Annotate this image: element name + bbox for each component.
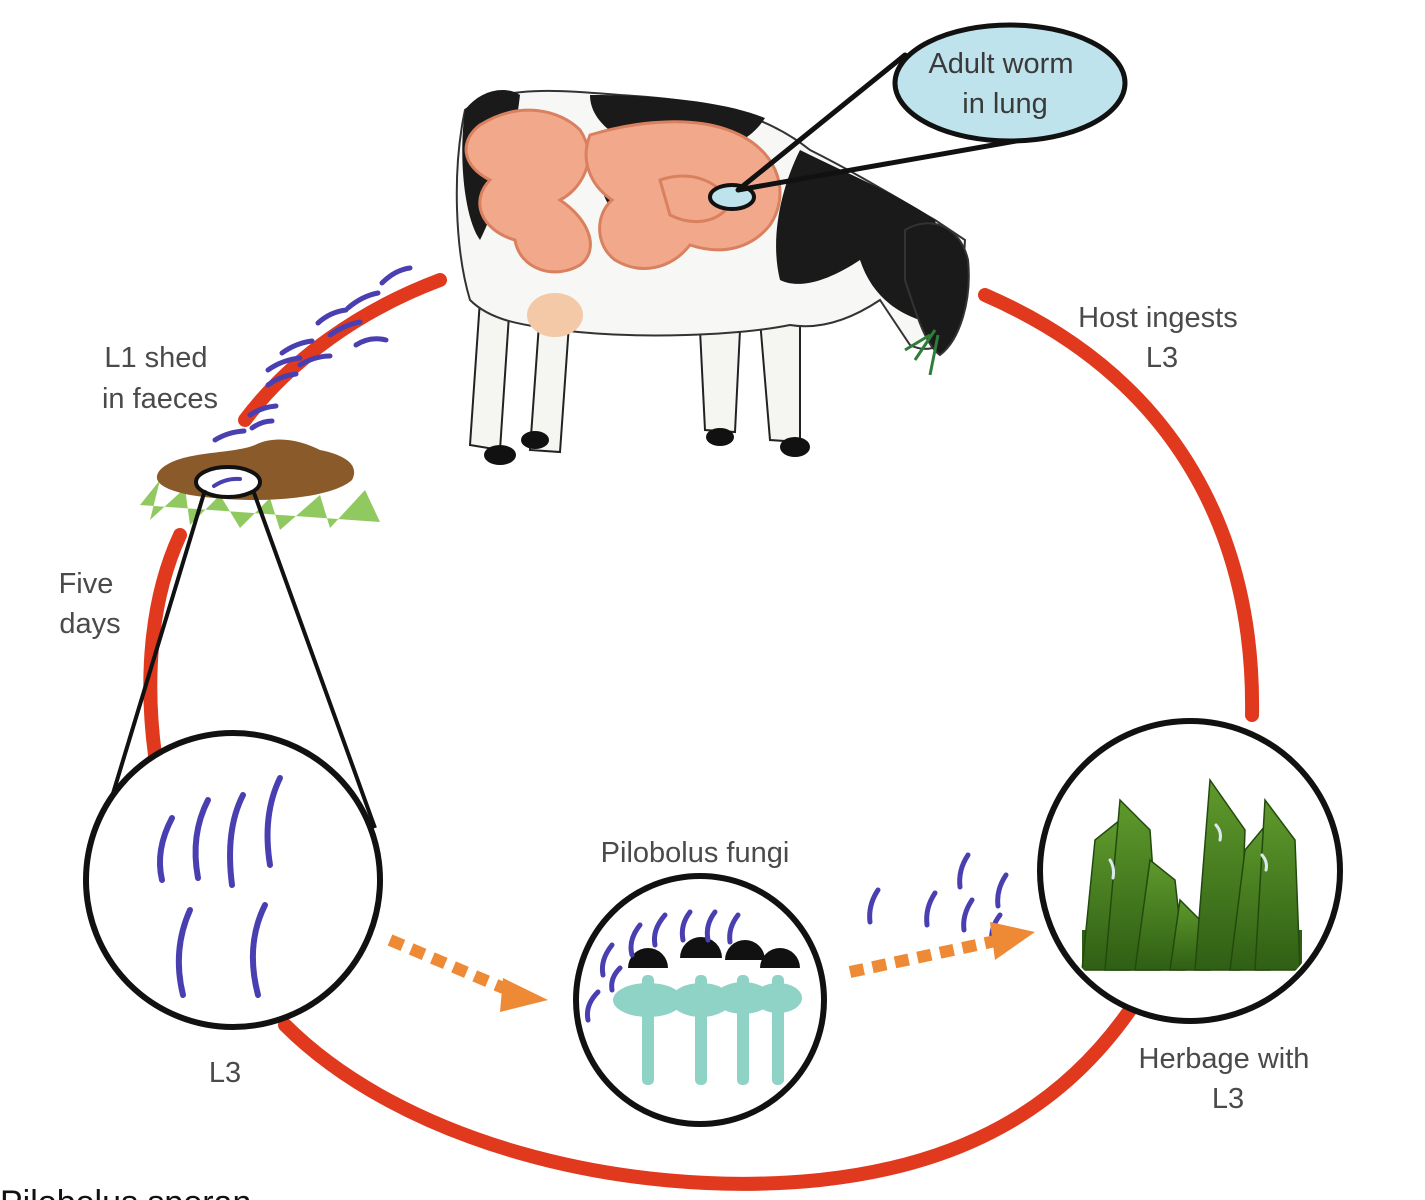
larvae-dispersal-icon [867,852,1009,945]
herbage-label-line2: L3 [1212,1083,1244,1115]
host-ingests-label-line1: Host ingests [1078,302,1238,334]
fungi-circle [573,873,827,1127]
l1-shed-label-line1: L1 shed [104,342,207,374]
larvae-icon [157,775,283,998]
grass-icon [1081,777,1302,971]
adult-worm-callout: Adult worm in lung [735,22,1128,193]
ring-segment-right [978,288,1260,722]
dotted-arrow-icon [848,922,1035,978]
svg-text:Host ingests L3: Host ingests L3 [1078,302,1246,374]
ring-segment-left [143,528,187,762]
svg-text:Adult worm in lung: Adult worm in lung [928,48,1081,120]
life-cycle-ring [143,273,1260,1191]
svg-text:Herbage with L3: Herbage with L3 [1139,1043,1318,1115]
cow-illustration [455,89,970,465]
herbage-circle [1037,718,1343,1024]
cow-udder [527,293,583,337]
ring-segment-left-upper [238,273,447,427]
host-ingests-label-line2: L3 [1146,342,1178,374]
l1-shed-label-line2: in faeces [102,383,218,415]
five-days-label-line1: Five [59,568,114,600]
l3-larvae-circle [83,730,383,1030]
zoom-lines [106,489,377,829]
svg-text:L1 shed in faeces: L1 shed in faeces [102,342,218,415]
adult-worm-label-line1: Adult worm [928,48,1073,80]
fungus-icon [585,909,802,1085]
dung-sample-marker [194,465,262,499]
grass-in-mouth-icon [904,329,940,376]
cow-legs [468,299,801,454]
callout-bubble [892,22,1128,144]
pilobolus-label: Pilobolus fungi [601,837,790,869]
herbage-label-line1: Herbage with [1139,1043,1310,1075]
svg-text:Five days: Five days [59,568,122,640]
cutoff-caption: Pilobolus sporan [0,1184,251,1200]
five-days-label-line2: days [59,608,120,640]
cow-head [904,222,970,357]
adult-worm-label-line2: in lung [962,88,1047,120]
larvae-shed-icon [212,265,413,443]
cow-intestines-icon [464,108,782,274]
dung-pat-icon [140,439,380,530]
l3-label: L3 [209,1057,241,1089]
ring-segment-bottom [278,1003,1137,1191]
dotted-arrow-icon [387,934,548,1012]
